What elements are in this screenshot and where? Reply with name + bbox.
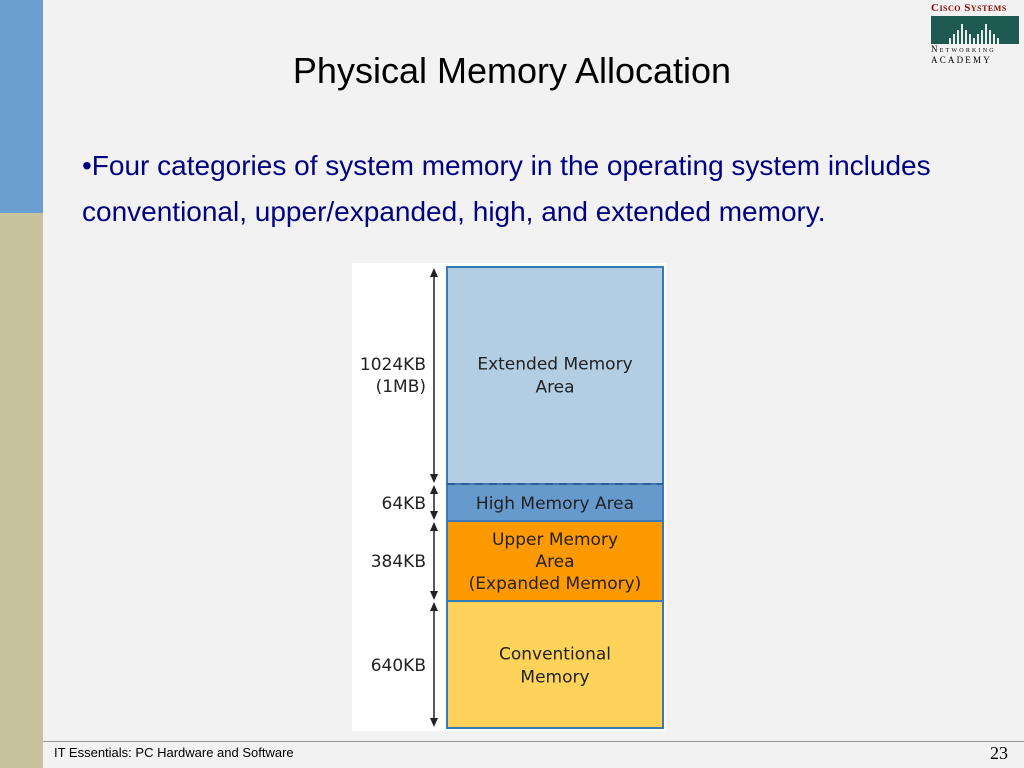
area-label-upper: Area — [535, 552, 574, 572]
area-label-conventional: Memory — [520, 668, 589, 688]
cisco-academy-logo: Cisco Systems Networking Academy — [931, 2, 1021, 76]
logo-bar — [993, 34, 995, 44]
segment-conventional — [446, 600, 664, 729]
segment-extended — [446, 266, 664, 485]
size-label-extended: (1MB) — [376, 377, 426, 397]
area-label-high: High Memory Area — [476, 494, 634, 514]
size-label-extended: 1024KB — [360, 355, 426, 375]
logo-bar — [957, 30, 959, 44]
segment-upper — [446, 520, 664, 602]
arrow-high-head-down — [430, 511, 438, 520]
area-label-extended: Area — [535, 378, 574, 398]
logo-bar — [985, 24, 987, 44]
footer-divider — [43, 741, 1024, 742]
slide-title: Physical Memory Allocation — [292, 50, 732, 91]
bullet-text: •Four categories of system memory in the… — [82, 150, 931, 227]
logo-bar — [969, 34, 971, 44]
logo-bar — [981, 30, 983, 44]
logo-line1: Cisco Systems — [931, 2, 1007, 14]
arrow-conventional-head-up — [430, 602, 438, 611]
logo-bar — [949, 38, 951, 44]
logo-line3: Academy — [931, 55, 992, 65]
logo-bar — [997, 38, 999, 44]
logo-bar — [973, 38, 975, 44]
arrow-upper-head-up — [430, 522, 438, 531]
logo-bar — [965, 30, 967, 44]
footer-text: IT Essentials: PC Hardware and Software — [54, 745, 294, 760]
logo-bar — [977, 34, 979, 44]
arrow-high-head-up — [430, 485, 438, 494]
arrow-extended-head-down — [430, 474, 438, 483]
size-label-upper: 384KB — [371, 552, 426, 572]
logo-bar — [961, 24, 963, 44]
arrow-upper-head-down — [430, 591, 438, 600]
page-number: 23 — [990, 743, 1008, 763]
area-label-extended: Extended Memory — [477, 355, 632, 375]
area-label-upper: Upper Memory — [492, 530, 618, 550]
area-label-upper: (Expanded Memory) — [469, 574, 642, 594]
left-accent-bar-blue — [0, 0, 43, 213]
segment-high — [446, 483, 664, 522]
logo-bar — [953, 34, 955, 44]
size-label-high: 64KB — [382, 494, 426, 514]
left-accent-bar-tan — [0, 213, 43, 768]
logo-line2: Networking — [931, 44, 996, 54]
size-label-conventional: 640KB — [371, 656, 426, 676]
logo-bar — [989, 30, 991, 44]
arrow-conventional-head-down — [430, 718, 438, 727]
logo-bars-graphic — [931, 16, 1019, 44]
area-label-conventional: Conventional — [499, 645, 611, 665]
arrow-extended-head-up — [430, 268, 438, 277]
